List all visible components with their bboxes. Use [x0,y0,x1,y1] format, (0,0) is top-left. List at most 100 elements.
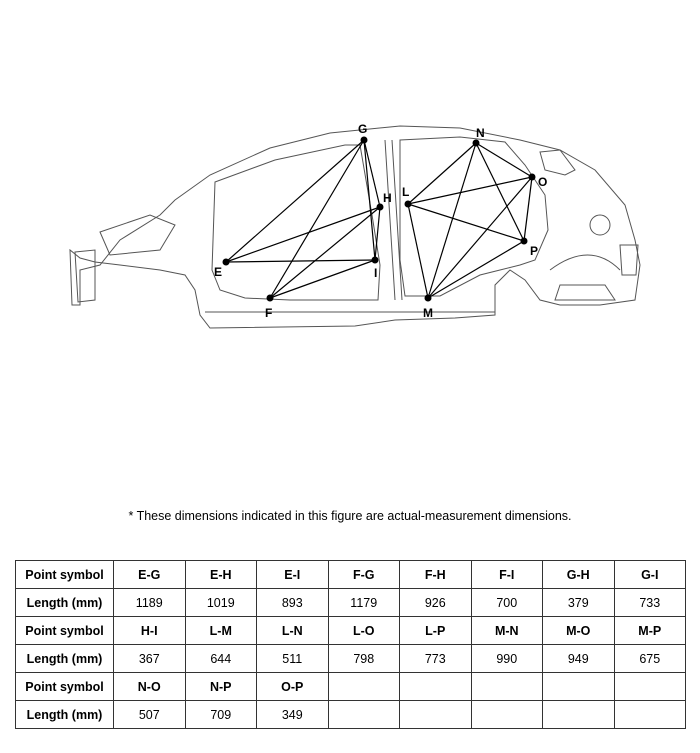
point-symbol-header: Point symbol [15,616,114,645]
line-E-I [225,259,376,263]
length-header: Length (mm) [15,700,114,729]
length-cell [470,700,543,729]
table-row: Point symbol H-I L-M L-N L-O L-P M-N M-O… [15,616,686,645]
line-M-N [427,142,477,299]
line-L-M [407,203,429,299]
symbol-cell: F-I [470,560,543,589]
point-G [360,136,368,144]
length-cell: 1179 [327,588,400,617]
length-cell: 990 [470,644,543,673]
point-symbol-header: Point symbol [15,560,114,589]
length-cell: 1189 [113,588,186,617]
label-P: P [530,244,538,258]
label-M: M [423,306,433,320]
symbol-cell: H-I [113,616,186,645]
line-F-H [269,206,381,299]
symbol-cell: M-O [542,616,615,645]
line-N-P [475,142,525,242]
symbol-cell [470,672,543,701]
dimension-table: Point symbol E-G E-H E-I F-G F-H F-I G-H… [15,560,686,729]
table-row: Point symbol E-G E-H E-I F-G F-H F-I G-H… [15,560,686,589]
symbol-cell [399,672,472,701]
symbol-cell [613,672,686,701]
symbol-cell: E-H [184,560,257,589]
label-E: E [214,265,222,279]
line-G-H [363,139,381,208]
body-side-outline [69,125,641,329]
label-N: N [476,126,485,140]
length-cell: 798 [327,644,400,673]
symbol-cell: G-H [542,560,615,589]
symbol-cell [327,672,400,701]
symbol-cell: L-O [327,616,400,645]
line-L-P [407,203,525,242]
length-cell [613,700,686,729]
car-body-side-diagram: E F G H I L M N O P [69,122,641,329]
length-cell: 709 [184,700,257,729]
point-N [472,139,480,147]
point-symbol-header: Point symbol [15,672,114,701]
line-F-G [269,139,365,299]
line-N-O [475,142,533,178]
symbol-cell: O-P [256,672,329,701]
label-L: L [402,185,409,199]
table-row: Length (mm) 1189 1019 893 1179 926 700 3… [15,588,686,617]
length-cell [399,700,472,729]
point-M [424,294,432,302]
measurement-note: * These dimensions indicated in this fig… [128,509,572,523]
label-F: F [265,306,272,320]
symbol-cell [542,672,615,701]
symbol-cell: G-I [613,560,686,589]
symbol-cell: F-G [327,560,400,589]
label-O: O [538,175,547,189]
length-cell: 379 [542,588,615,617]
length-cell [542,700,615,729]
line-E-H [225,206,381,263]
symbol-cell: M-P [613,616,686,645]
point-L [404,200,412,208]
symbol-cell: M-N [470,616,543,645]
length-cell: 949 [542,644,615,673]
length-cell: 1019 [184,588,257,617]
length-cell: 700 [470,588,543,617]
length-cell: 773 [399,644,472,673]
length-cell: 675 [613,644,686,673]
symbol-cell: L-N [256,616,329,645]
line-G-I [363,139,376,261]
point-E [222,258,230,266]
point-P [520,237,528,245]
length-cell: 507 [113,700,186,729]
line-L-O [407,176,533,205]
point-labels: E F G H I L M N O P [214,122,547,320]
table-row: Point symbol N-O N-P O-P [15,672,686,701]
length-cell: 893 [256,588,329,617]
point-F [266,294,274,302]
line-F-I [269,259,376,299]
length-header: Length (mm) [15,588,114,617]
line-H-I [374,206,381,261]
measurement-lines [225,139,533,299]
line-M-O [427,176,533,299]
symbol-cell: E-G [113,560,186,589]
line-M-P [427,240,525,299]
point-I [371,256,379,264]
length-cell: 926 [399,588,472,617]
label-H: H [383,191,392,205]
length-header: Length (mm) [15,644,114,673]
table-row: Length (mm) 367 644 511 798 773 990 949 … [15,644,686,673]
measurement-points [222,136,536,302]
symbol-cell: L-M [184,616,257,645]
length-cell: 511 [256,644,329,673]
length-cell [327,700,400,729]
length-cell: 367 [113,644,186,673]
line-O-P [523,176,533,242]
symbol-cell: L-P [399,616,472,645]
symbol-cell: F-H [399,560,472,589]
point-O [528,173,536,181]
label-I: I [374,266,377,280]
symbol-cell: N-P [184,672,257,701]
label-G: G [358,122,367,136]
table-row: Length (mm) 507 709 349 [15,700,686,729]
symbol-cell: N-O [113,672,186,701]
line-E-G [225,139,365,263]
